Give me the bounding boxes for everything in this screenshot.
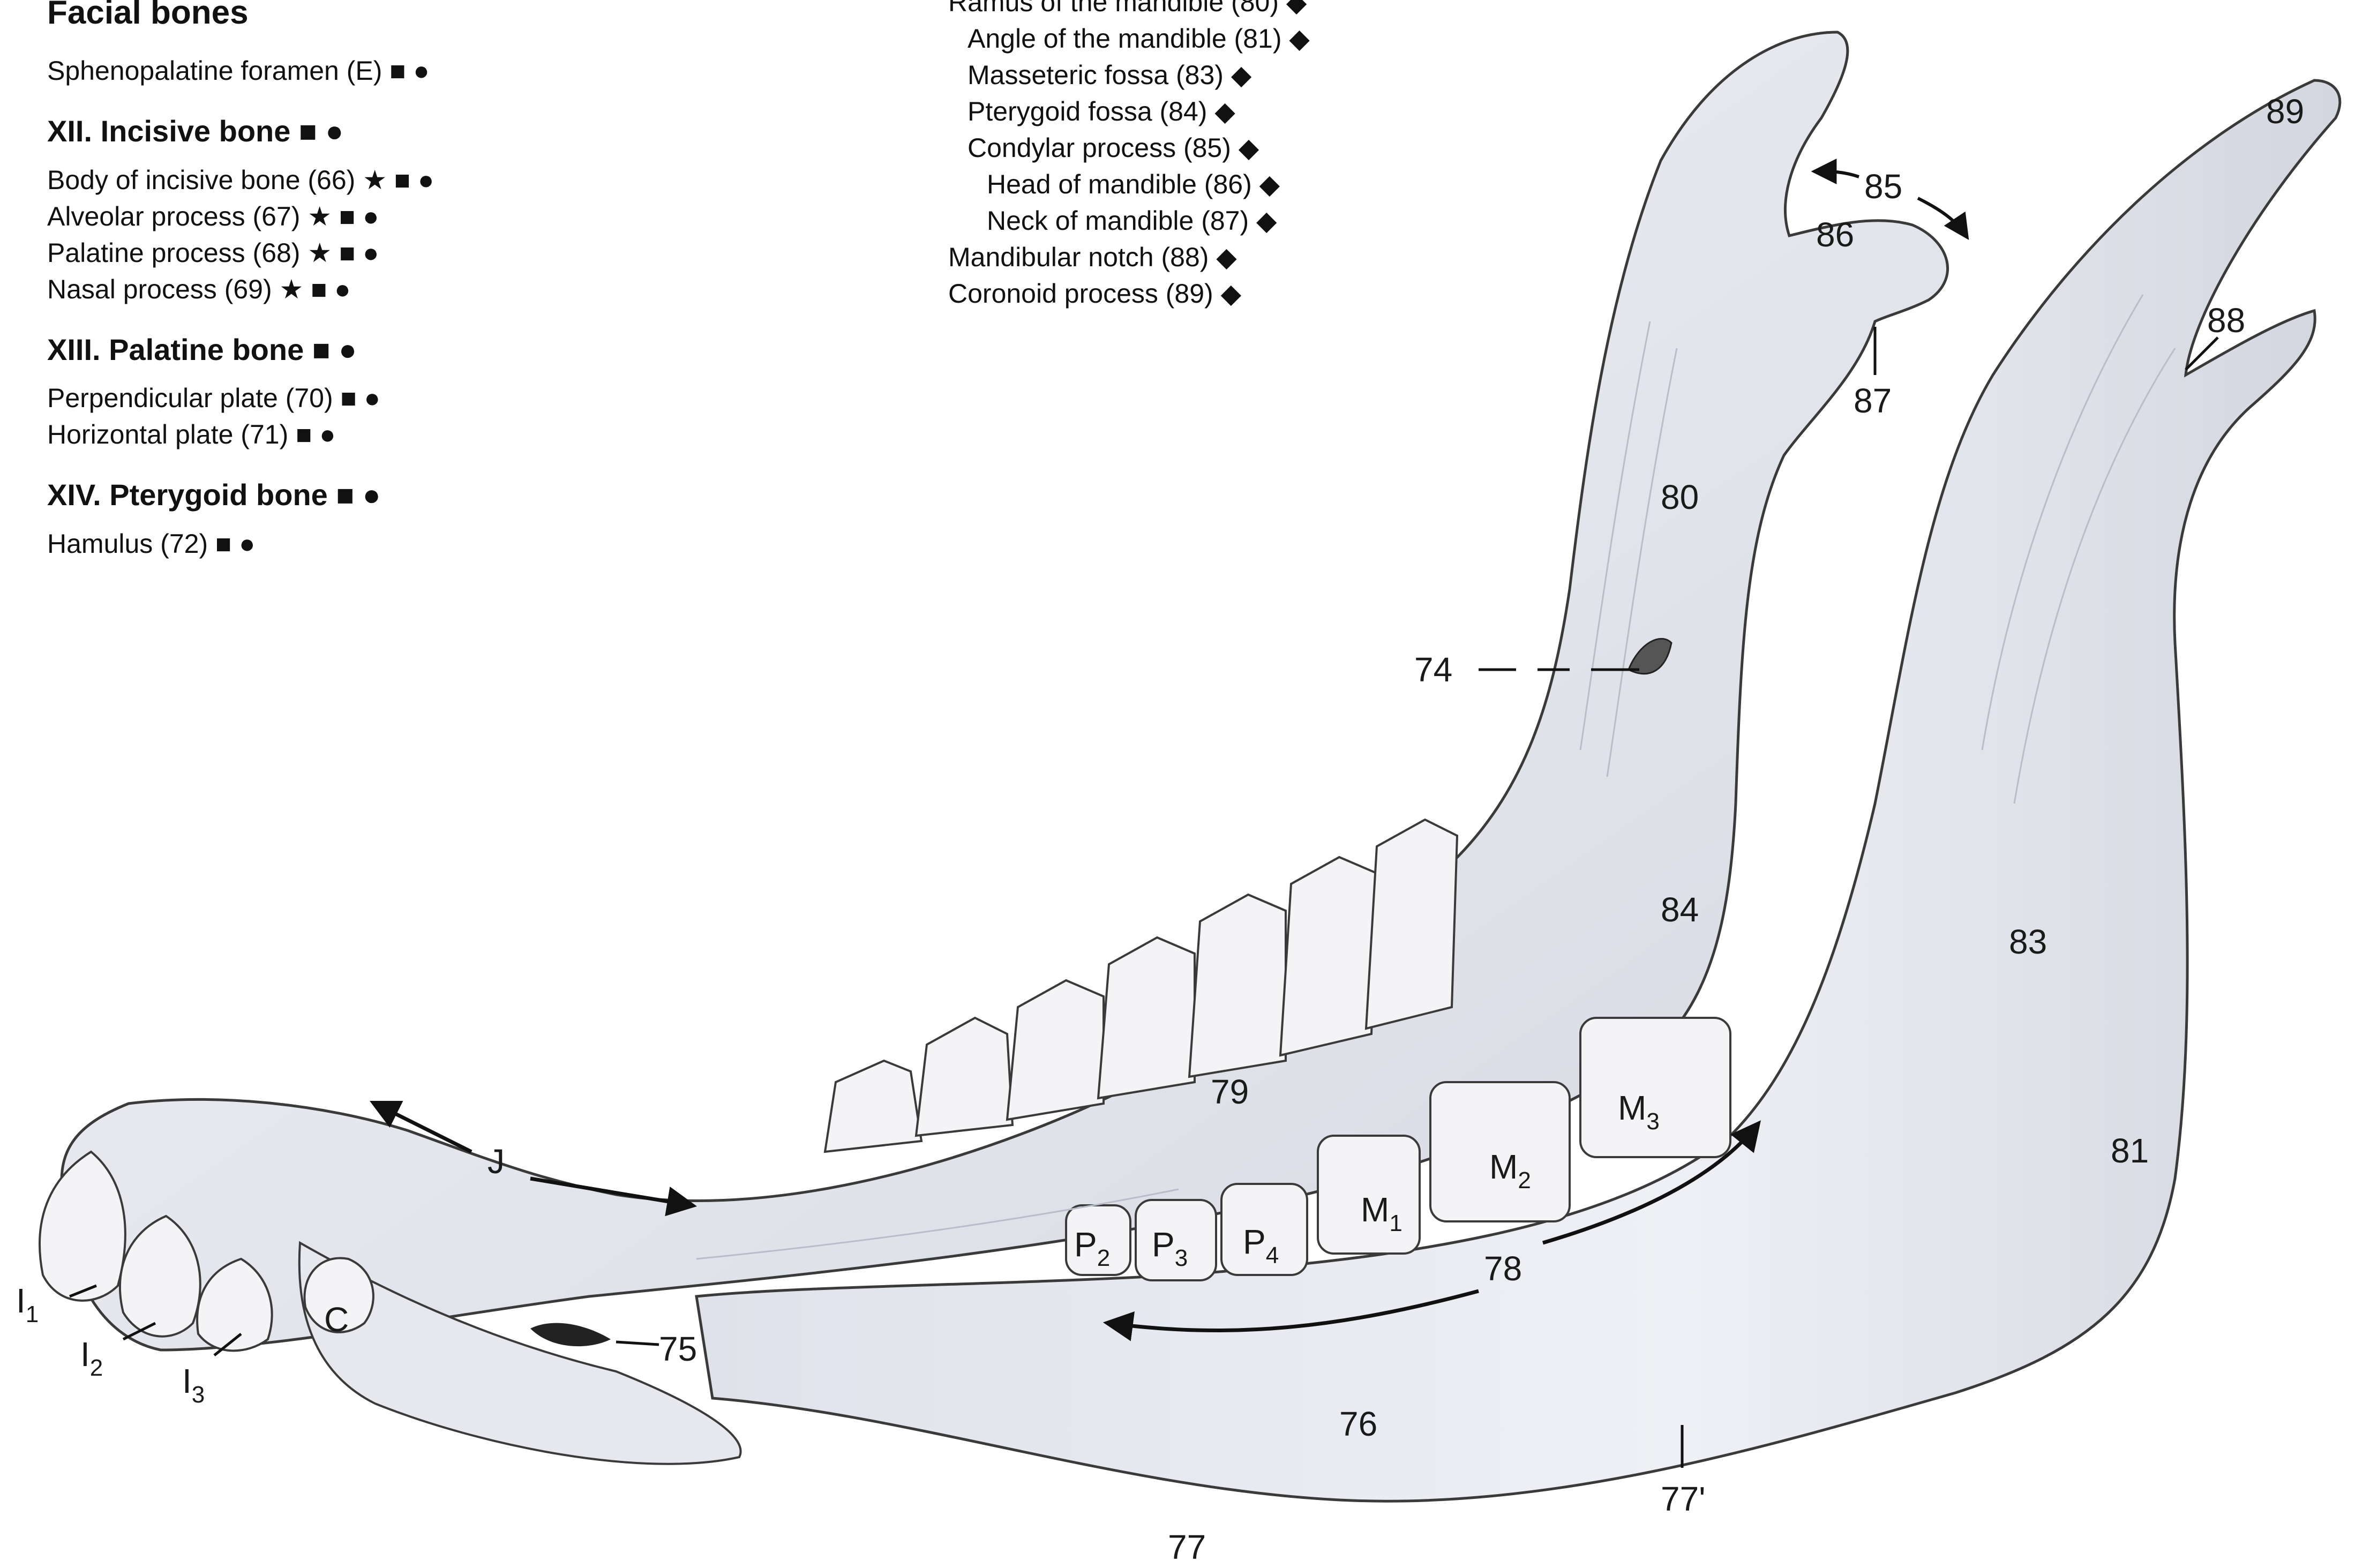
arrow-85-left: [1816, 171, 1859, 177]
mental-foramen: [530, 1323, 611, 1347]
label-78: 78: [1484, 1249, 1522, 1288]
label-75: 75: [659, 1330, 697, 1368]
label-77-prime: 77': [1661, 1480, 1705, 1518]
label-J: J: [488, 1142, 505, 1181]
label-87: 87: [1854, 381, 1892, 420]
label-88: 88: [2207, 301, 2245, 340]
label-79: 79: [1211, 1072, 1249, 1111]
label-83: 83: [2009, 922, 2047, 961]
label-76: 76: [1339, 1405, 1377, 1443]
tooth-m3: [1580, 1018, 1730, 1157]
label-81: 81: [2111, 1131, 2149, 1170]
label-89: 89: [2266, 92, 2304, 131]
label-I1: I1: [16, 1281, 39, 1327]
label-85: 85: [1864, 167, 1902, 206]
label-84: 84: [1661, 890, 1699, 929]
label-C: C: [324, 1300, 349, 1339]
arrow-85-right: [1918, 198, 1966, 236]
label-I3: I3: [182, 1362, 205, 1408]
label-77: 77: [1168, 1528, 1206, 1566]
label-I2: I2: [80, 1335, 103, 1381]
label-86: 86: [1816, 215, 1854, 254]
label-74: 74: [1414, 650, 1452, 689]
label-80: 80: [1661, 478, 1699, 516]
